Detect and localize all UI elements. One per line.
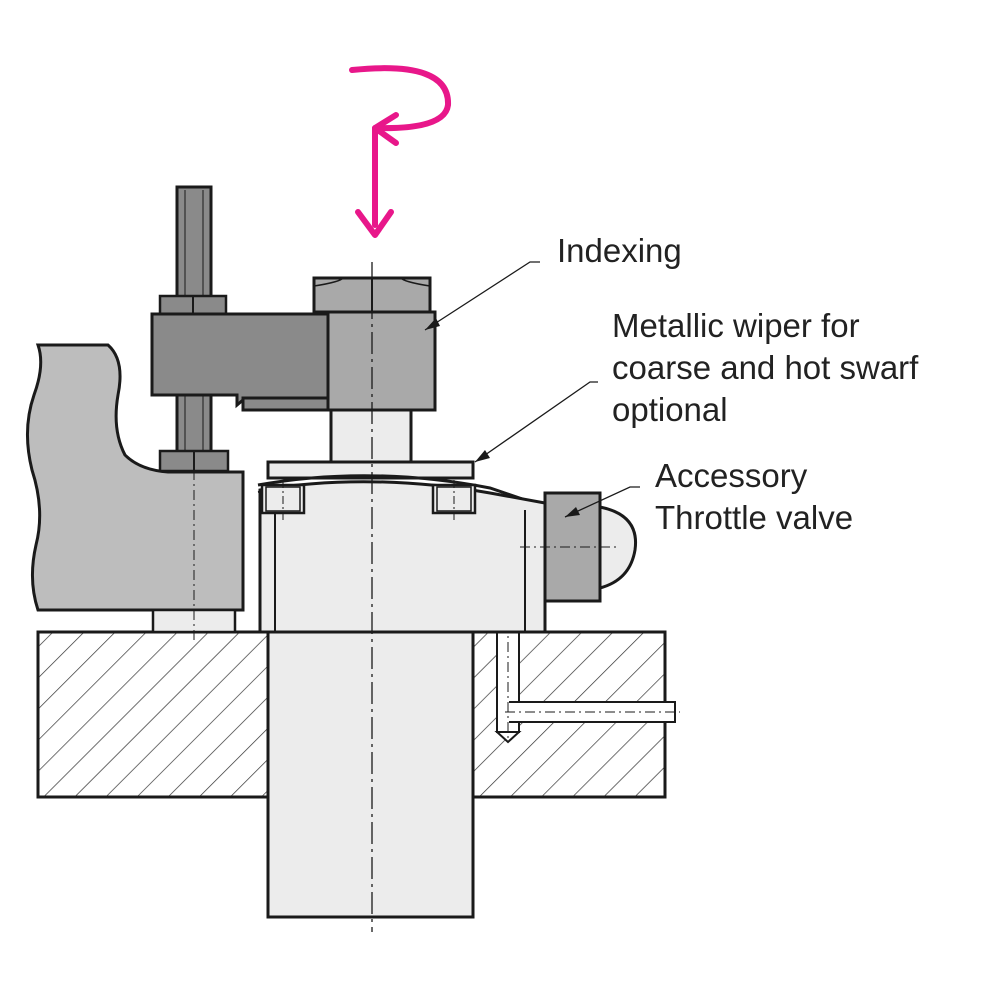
clamp-arm	[150, 312, 332, 412]
label-metallic-wiper: Metallic wiper for coarse and hot swarf …	[612, 305, 918, 431]
center-lines	[193, 262, 373, 932]
label-valve-line-2: Throttle valve	[655, 499, 854, 536]
label-throttle-valve: Accessory Throttle valve	[655, 455, 853, 539]
piston-neck	[329, 408, 413, 464]
label-wiper-line-3: optional	[612, 391, 728, 428]
label-wiper-line-2: coarse and hot swarf	[612, 349, 919, 386]
label-wiper-line-1: Metallic wiper for	[612, 307, 860, 344]
label-indexing: Indexing	[557, 230, 682, 272]
label-valve-line-1: Accessory	[655, 457, 808, 494]
clamp-shaft	[266, 630, 475, 919]
cylinder-body	[258, 480, 547, 634]
throttle-valve	[520, 491, 638, 603]
clockwise-rotation-arrow-icon	[349, 65, 452, 238]
indexing-head	[312, 276, 437, 412]
label-indexing-text: Indexing	[557, 232, 682, 269]
top-plate	[266, 460, 475, 480]
leader-lines	[424, 261, 640, 518]
